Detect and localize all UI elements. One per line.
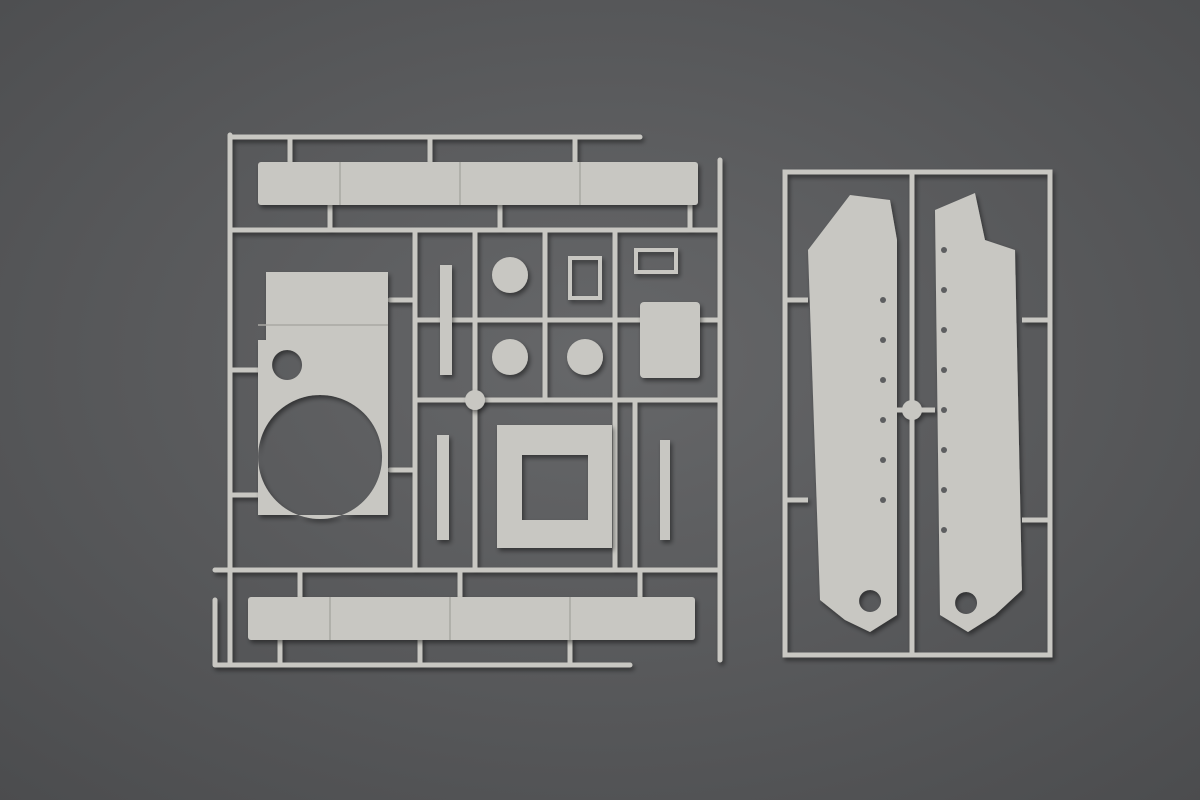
small-bar-part (660, 440, 670, 540)
left-sprue-runners (212, 132, 723, 668)
left-sprue (212, 132, 723, 668)
square-hatch-part (640, 302, 700, 378)
disc-part (492, 257, 528, 293)
small-bar-part (437, 435, 449, 540)
left-sprue-parts (248, 162, 700, 640)
right-sprue (782, 169, 1053, 658)
disc-part (492, 339, 528, 375)
hull-plate-part (258, 272, 388, 519)
track-plate-left-part (808, 195, 897, 632)
disc-part (567, 339, 603, 375)
frame-part (497, 425, 612, 548)
small-bracket-part (634, 248, 678, 274)
part-details (258, 162, 581, 640)
plate-holes (880, 247, 947, 533)
top-side-skirt-part (258, 162, 698, 205)
small-bar-part (440, 265, 452, 375)
hub-part (465, 390, 485, 410)
small-bracket-part (568, 256, 602, 300)
center-hub-part (902, 400, 922, 420)
bottom-side-skirt-part (248, 597, 695, 640)
track-plate-right-part (935, 193, 1022, 632)
